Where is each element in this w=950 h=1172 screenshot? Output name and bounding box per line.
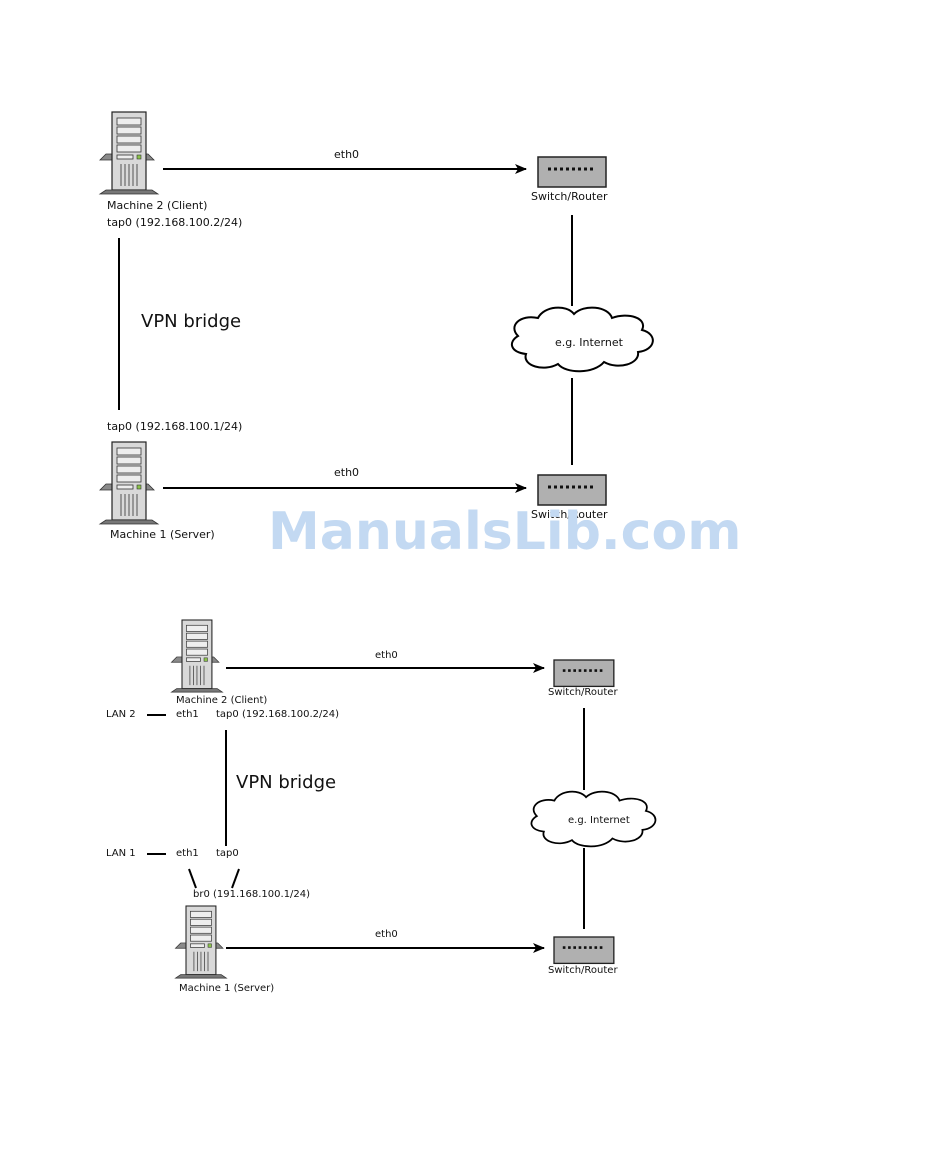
eth0-label-top: eth0 <box>334 148 360 161</box>
switch-router-icon-bottom-2 <box>552 935 616 965</box>
lan2-label: LAN 2 <box>106 709 136 720</box>
switch-router-icon-top-2 <box>552 658 616 688</box>
bridge-label: br0 (191.168.100.1/24) <box>193 889 311 900</box>
cloud-label-2: e.g. Internet <box>568 815 630 826</box>
br0-tap0-link <box>231 868 240 889</box>
diagram2 <box>147 619 657 979</box>
client-name-label-2: Machine 2 (Client) <box>176 695 268 706</box>
cloud-label: e.g. Internet <box>555 336 623 349</box>
switch-label-top-2: Switch/Router <box>548 687 618 698</box>
client-eth1-label: eth1 <box>176 709 199 720</box>
vpn-bridge-label: VPN bridge <box>141 311 242 332</box>
eth0-label-bottom: eth0 <box>334 466 360 479</box>
server-machine-icon <box>99 441 159 525</box>
client-tap-label: tap0 (192.168.100.2/24) <box>107 216 243 229</box>
client-server-icon <box>99 111 159 195</box>
server-name-label-2: Machine 1 (Server) <box>179 983 275 994</box>
switch-router-icon-bottom <box>536 473 608 507</box>
switch-label-bottom: Switch/Router <box>531 508 608 521</box>
diagram1 <box>99 111 654 525</box>
vpn-bridge-label-2: VPN bridge <box>236 772 337 793</box>
server-eth1-label: eth1 <box>176 848 199 859</box>
server-tap-label-2: tap0 <box>216 848 239 859</box>
watermark: ManualsLib.com <box>268 502 742 562</box>
server-tap-label: tap0 (192.168.100.1/24) <box>107 420 243 433</box>
client-tap-label-2: tap0 (192.168.100.2/24) <box>216 709 339 720</box>
eth0-label-top-2: eth0 <box>375 650 398 661</box>
br0-eth1-link <box>188 868 197 889</box>
lan1-label: LAN 1 <box>106 848 136 859</box>
server-name-label: Machine 1 (Server) <box>110 528 215 541</box>
client-name-label: Machine 2 (Client) <box>107 199 208 212</box>
switch-router-icon-top <box>536 155 608 189</box>
switch-label-top: Switch/Router <box>531 190 608 203</box>
switch-label-bottom-2: Switch/Router <box>548 965 618 976</box>
server-machine-icon-2 <box>174 905 228 979</box>
client-server-icon-2 <box>170 619 224 693</box>
eth0-label-bottom-2: eth0 <box>375 929 398 940</box>
